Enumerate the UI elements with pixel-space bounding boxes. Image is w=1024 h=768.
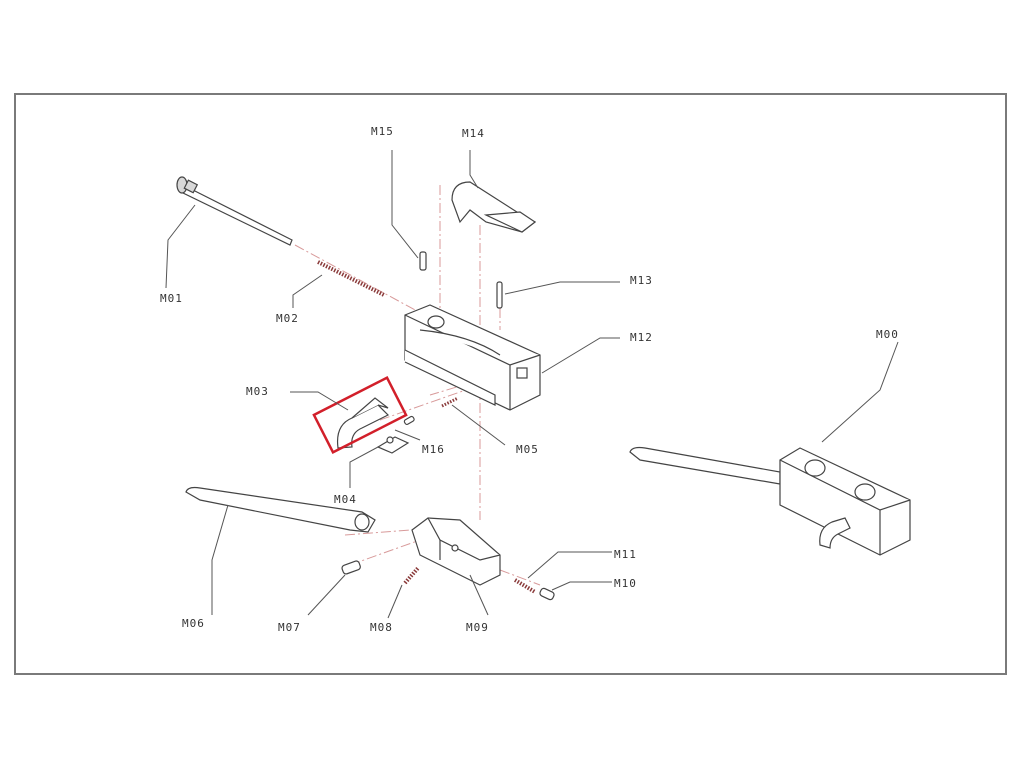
label-m05: M05 [516, 443, 539, 456]
part-m07-pin [341, 560, 361, 575]
label-m06: M06 [182, 617, 205, 630]
label-m11: M11 [614, 548, 637, 561]
label-m04: M04 [334, 493, 357, 506]
part-m02-spring [317, 260, 385, 297]
part-m14-block [451, 181, 537, 233]
label-m00: M00 [876, 328, 899, 341]
label-m02: M02 [276, 312, 299, 325]
part-m11-spring [513, 578, 537, 594]
label-m15: M15 [371, 125, 394, 138]
part-m04-plate [376, 436, 410, 454]
part-m09-trigger-housing [411, 517, 501, 586]
label-m08: M08 [370, 621, 393, 634]
part-m08-spring [403, 566, 420, 585]
label-m01: M01 [160, 292, 183, 305]
part-m12-housing [404, 304, 541, 411]
label-m14: M14 [462, 127, 485, 140]
part-m15-pin [419, 251, 427, 271]
label-m03: M03 [246, 385, 269, 398]
label-m10: M10 [614, 577, 637, 590]
part-m03-lever [336, 397, 390, 449]
assembly-axes [294, 185, 541, 586]
label-m09: M09 [466, 621, 489, 634]
part-m06-lever [185, 486, 376, 533]
part-m10-screw [539, 587, 555, 601]
part-m13-pin [496, 281, 503, 309]
leader-lines [165, 150, 899, 619]
part-labels: M15 M14 M01 M02 M13 M12 M00 M03 M16 M05 … [160, 125, 899, 634]
part-m01-rod [176, 176, 293, 246]
part-m16-pin [403, 415, 415, 425]
label-m16: M16 [422, 443, 445, 456]
label-m13: M13 [630, 274, 653, 287]
highlight-box [312, 375, 408, 455]
label-m07: M07 [278, 621, 301, 634]
label-m12: M12 [630, 331, 653, 344]
part-m05-spring [441, 396, 459, 408]
part-m00-assembly [629, 446, 911, 556]
